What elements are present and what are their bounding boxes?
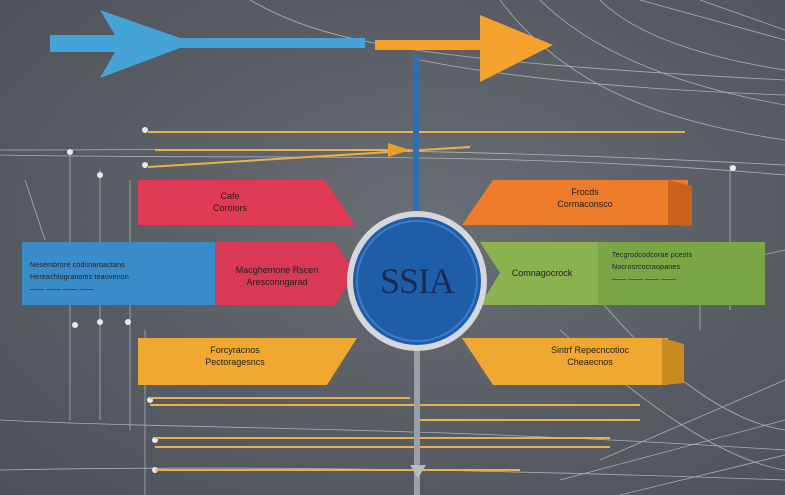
banner-mid-right-green-b bbox=[598, 242, 765, 305]
center-label: SSIA bbox=[379, 261, 455, 301]
banner-mid-left-blue-text: Nesembrore codsnaroactans Hereachlograno… bbox=[30, 260, 190, 296]
banner-top-left-line2: Coroiors bbox=[212, 203, 247, 213]
banner-bottom-right bbox=[462, 338, 668, 385]
center-circle-inner bbox=[356, 220, 478, 342]
banner-top-left bbox=[138, 180, 355, 225]
banner-mid-left-blue-line3: —— —— —— —— bbox=[30, 286, 95, 293]
banner-bottom-right-text: Sintrf Repecncotioc Cheaecnos bbox=[530, 344, 650, 368]
banner-mid-right-green-a bbox=[480, 242, 600, 305]
banner-top-left-line1: Cafe bbox=[220, 191, 240, 201]
small-arrow-top bbox=[388, 143, 410, 157]
banner-mid-right-green-b-line2: Nocrosrcocraopanes bbox=[612, 264, 681, 271]
banner-mid-right-green-b-text: Tecgrodcodcorae pcests Nocrosrcocraopane… bbox=[612, 250, 760, 286]
banner-mid-left-red bbox=[215, 242, 355, 305]
center-circle bbox=[353, 217, 481, 345]
banner-mid-right-green-a-line1: Comnagocrock bbox=[511, 268, 573, 278]
banner-bottom-left bbox=[138, 338, 357, 385]
banner-top-right-line2: Cormaconsco bbox=[557, 199, 613, 209]
banner-mid-left-red-line1: Macghemone Rscen bbox=[235, 265, 319, 275]
banner-bottom-left-line1: Forcyracnos bbox=[210, 345, 260, 355]
banner-top-right-line1: Frocds bbox=[571, 187, 599, 197]
banner-bottom-right-line1: Sintrf Repecncotioc bbox=[550, 345, 630, 355]
banner-mid-right-green-b-line3: —— —— —— —— bbox=[612, 276, 677, 283]
banner-mid-left-blue-line2: Hereachlogranoms teaovenon bbox=[30, 274, 129, 281]
connector-pins bbox=[67, 127, 736, 473]
banner-top-right-fold bbox=[668, 180, 692, 226]
orange-arrow bbox=[375, 15, 553, 82]
banner-top-left-text: Cafe Coroiors bbox=[190, 190, 270, 214]
banner-bottom-right-line2: Cheaecnos bbox=[567, 357, 613, 367]
bottom-stem bbox=[414, 345, 420, 495]
banner-bottom-left-text: Forcyracnos Pectoragesncs bbox=[180, 344, 290, 368]
center-label-wrap: SSIA bbox=[350, 214, 484, 348]
banner-mid-left-blue bbox=[22, 242, 215, 305]
banner-bottom-left-line2: Pectoragesncs bbox=[205, 357, 265, 367]
bottom-connector-lines bbox=[150, 397, 640, 471]
banner-mid-left-blue-line1: Nesembrore codsnaroactans bbox=[30, 262, 125, 269]
banner-bottom-right-fold bbox=[662, 338, 684, 385]
banner-mid-left-red-text: Macghemone Rscen Aresconngarad bbox=[222, 264, 332, 288]
banner-mid-left-red-line2: Aresconngarad bbox=[246, 277, 308, 287]
blue-arrow bbox=[50, 10, 365, 78]
banner-mid-right-green-a-text: Comnagocrock bbox=[492, 267, 592, 279]
banner-top-right-text: Frocds Cormaconsco bbox=[540, 186, 630, 210]
banner-mid-right-green-b-line1: Tecgrodcodcorae pcests bbox=[612, 252, 693, 259]
top-stem bbox=[413, 55, 419, 215]
banner-top-right bbox=[462, 180, 688, 225]
bottom-stem-arrowhead bbox=[410, 465, 426, 478]
